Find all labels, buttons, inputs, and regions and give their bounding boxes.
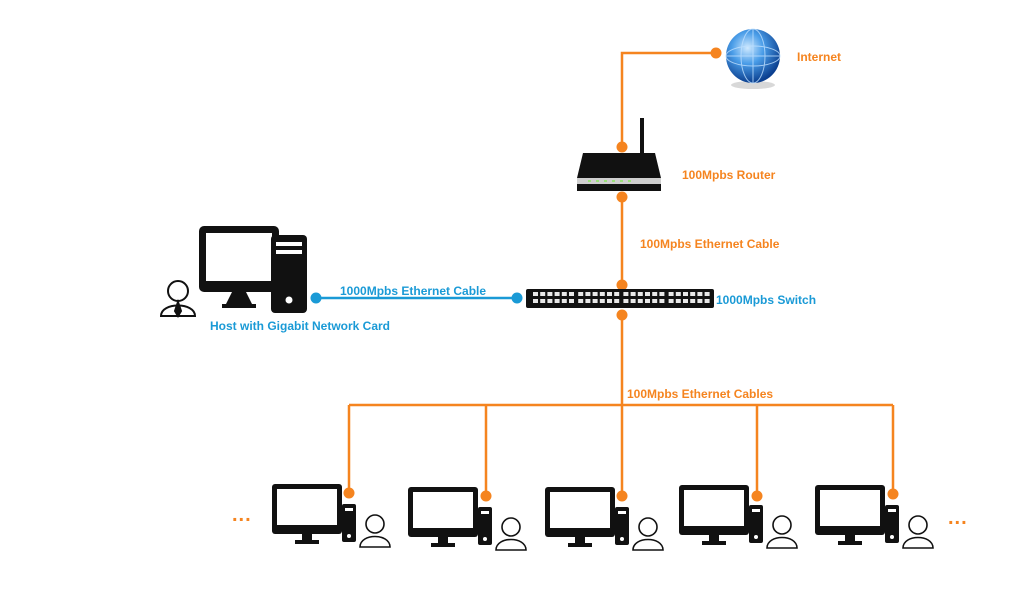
client-computer-icon	[815, 485, 934, 549]
orange-connector-dots	[343, 47, 899, 502]
client-computers	[272, 484, 934, 551]
router-label: 100Mpbs Router	[682, 168, 776, 182]
client-computer-icon	[545, 487, 664, 551]
globe-icon	[725, 28, 781, 89]
client-computer-icon	[272, 484, 391, 548]
router-icon	[577, 118, 661, 191]
orange-cables	[347, 51, 895, 496]
host-user-icon	[159, 280, 197, 318]
client-computer-icon	[679, 485, 798, 549]
switch-icon	[526, 289, 714, 308]
switch-label: 1000Mpbs Switch	[716, 293, 817, 307]
internet-label: Internet	[797, 50, 842, 64]
desktop-computer-icon	[199, 226, 307, 313]
client-cables-label: 100Mpbs Ethernet Cables	[627, 387, 774, 401]
blue-cable	[310, 292, 523, 304]
more-clients-left-ellipsis: ...	[232, 504, 252, 526]
client-computer-icon	[408, 487, 527, 551]
host-label: Host with Gigabit Network Card	[210, 319, 391, 333]
internet-router-cable	[620, 51, 716, 147]
more-clients-right-ellipsis: ...	[948, 507, 968, 529]
host-switch-cable-label: 1000Mpbs Ethernet Cable	[340, 284, 487, 298]
router-switch-cable-label: 100Mpbs Ethernet Cable	[640, 237, 780, 251]
